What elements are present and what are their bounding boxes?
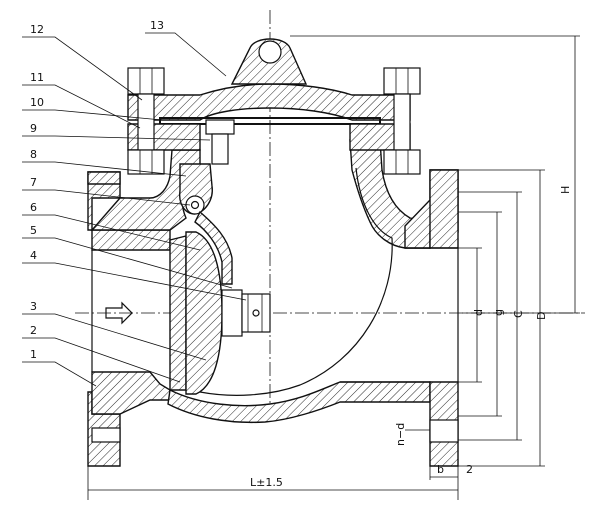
hinge-arm	[178, 163, 233, 285]
dimension-length-label: L±1.5	[250, 476, 283, 489]
callout-7: 7	[30, 176, 37, 189]
bonnet-bolt-right	[383, 67, 421, 175]
dimension-gap-label: 2	[466, 463, 473, 476]
callout-5: 5	[30, 224, 37, 237]
bonnet-bolt-left	[127, 67, 165, 175]
callout-2: 2	[30, 324, 37, 337]
dimension-labels: H D C g d n−d b 2 L±1.5	[250, 186, 572, 489]
callout-10: 10	[30, 96, 44, 109]
valve-disc	[185, 231, 271, 395]
part-callouts: 12 11 10 9 8 7 6 5 4 3 2 1 13	[30, 19, 164, 361]
callout-leaders	[22, 32, 247, 387]
callout-9: 9	[30, 122, 37, 135]
callout-12: 12	[30, 23, 44, 36]
callout-11: 11	[30, 71, 44, 84]
dimension-h-label: H	[559, 186, 572, 194]
dimension-d-label: d	[472, 309, 485, 316]
dimension-d-outer-label: D	[535, 312, 548, 320]
callout-13: 13	[150, 19, 164, 32]
flow-direction-arrow	[105, 301, 133, 325]
valve-bonnet	[127, 38, 411, 151]
dimension-nd-label: n−d	[394, 423, 407, 446]
callout-6: 6	[30, 201, 37, 214]
callout-4: 4	[30, 249, 37, 262]
callout-1: 1	[30, 348, 37, 361]
dimension-c-label: C	[512, 310, 525, 318]
dimension-lines	[87, 35, 580, 500]
valve-body	[87, 139, 459, 467]
callout-8: 8	[30, 148, 37, 161]
dimension-g-label: g	[492, 309, 505, 316]
hanger-bolt	[205, 119, 235, 165]
callout-3: 3	[30, 300, 37, 313]
dimension-b-label: b	[437, 463, 444, 476]
